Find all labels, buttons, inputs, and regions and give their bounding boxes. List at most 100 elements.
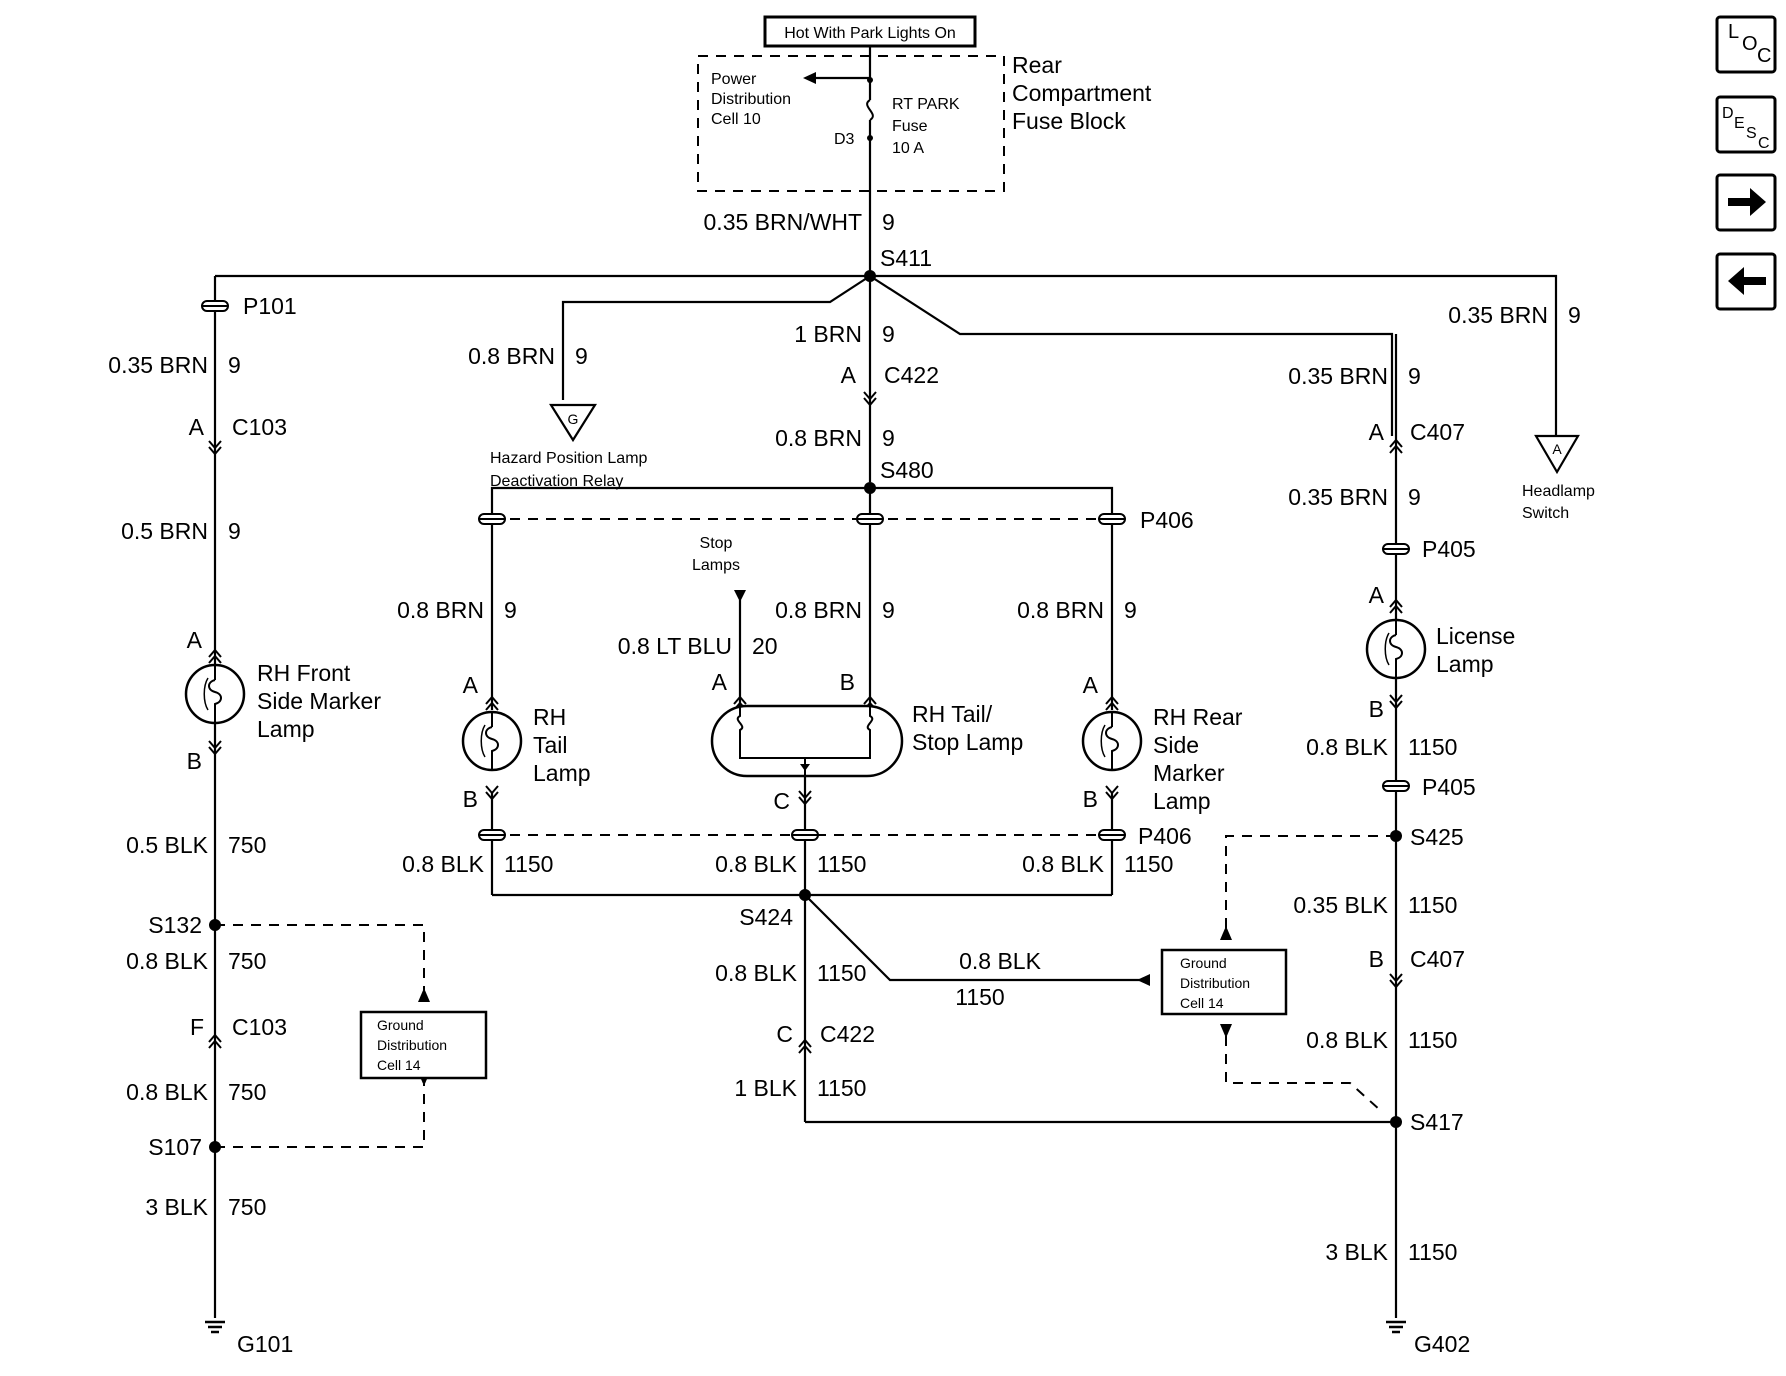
pin-c103-bot: F [190,1014,204,1040]
node-c407-bot: C407 [1410,946,1465,972]
loc-letter-l: L [1728,21,1739,43]
pin-stop-a: A [712,669,728,695]
wire-center-mid-ckt: 9 [882,425,895,451]
front-lamp-label-2: Side Marker [257,688,381,714]
fuse-block: Hot With Park Lights On Rear Compartment… [697,15,1152,192]
pin-lic-b: B [1369,696,1384,722]
wire-lic-top2: 0.35 BRN [1288,484,1388,510]
wire-stop: 0.8 LT BLU [618,633,732,659]
wire-lic-gnd4-ckt: 1150 [1408,1239,1457,1265]
front-side-marker-bulb-icon [184,663,246,725]
ground-g402-icon [1384,1320,1408,1334]
wire-left-gnd1: 0.5 BLK [126,832,208,858]
wire-s424-right: 0.8 BLK [959,948,1041,974]
splice-s417 [1390,1116,1402,1128]
stop-lamps-label-2: Lamps [692,557,740,574]
node-p405-top: P405 [1422,536,1476,562]
pin-c407-top: A [1369,419,1385,445]
pin-rear-b: B [1083,786,1098,812]
wire-left-mid: 0.5 BRN [121,518,208,544]
stop-lamps-arrow-icon [734,590,746,602]
passthru-p406-d-icon [478,829,506,841]
wire-tail-feed: 0.8 BRN [397,597,484,623]
rear-lamp-label-2: Side [1153,732,1199,758]
hot-label: Hot With Park Lights On [784,25,956,42]
wire-rear-side-feed-ckt: 9 [1124,597,1137,623]
rear-lamp-label-4: Lamp [1153,788,1211,814]
wire-left-gnd1-ckt: 750 [228,832,266,858]
fuse-name-3: 10 A [892,140,924,157]
wire-stop-ckt: 20 [752,633,778,659]
ground-g101-icon [203,1320,227,1334]
gnd-right-label-3: Cell 14 [1180,995,1224,1011]
wire-rear-side-feed: 0.8 BRN [1017,597,1104,623]
loc-letter-o: O [1742,33,1758,55]
node-s107: S107 [148,1134,202,1160]
pin-rear-a: A [1083,672,1099,698]
power-arrow-icon [803,72,816,84]
ground-dist-right-box[interactable] [1160,948,1288,1016]
wire-c422-down: 1 BLK [734,1075,797,1101]
wire-stop-feed: 0.8 BRN [775,597,862,623]
passthru-p405-top-icon [1382,543,1410,555]
node-s480: S480 [880,457,934,483]
description-button[interactable]: D E S C [1715,95,1777,154]
wire-lic-gnd3: 0.8 BLK [1306,1027,1388,1053]
wire-center-top-ckt: 9 [882,321,895,347]
wire-lic-gnd1: 0.8 BLK [1306,734,1388,760]
wire-lic-gnd4: 3 BLK [1325,1239,1388,1265]
loc-letter-c: C [1757,45,1771,67]
license-label-1: License [1436,623,1515,649]
pin-c422-bot: C [776,1021,793,1047]
pin-c103-top: A [189,414,205,440]
license-bulb-icon [1365,618,1427,680]
tail-stop-bulb-icon [710,704,904,778]
rear-lamp-label-1: RH Rear [1153,704,1243,730]
wire-tail-feed-ckt: 9 [504,597,517,623]
desc-letter-c: C [1758,135,1770,152]
wire-left-gnd3: 0.8 BLK [126,1079,208,1105]
ground-dist-left-box[interactable] [359,1010,488,1080]
next-page-button[interactable] [1715,173,1777,232]
wire-stop-feed-ckt: 9 [882,597,895,623]
passthru-p101-icon [201,300,229,312]
gnd-left-label-2: Distribution [377,1037,447,1053]
wire-left-gnd4: 3 BLK [145,1194,208,1220]
pin-c407-bot: B [1369,946,1384,972]
headlamp-terminal-icon [1534,434,1580,475]
fuse-name-2: Fuse [892,118,928,135]
wire-lic-gnd2: 0.35 BLK [1293,892,1388,918]
previous-page-button[interactable] [1715,252,1777,311]
wire-left-gnd2-ckt: 750 [228,948,266,974]
rear-lamp-label-3: Marker [1153,760,1225,786]
wire-s424-down-ckt: 1150 [817,960,866,986]
pin-front-b: B [187,748,202,774]
location-button[interactable]: L O C [1715,15,1777,74]
pin-tail-b: B [463,786,478,812]
fuse-icon [866,99,874,121]
relay-label-2: Deactivation Relay [490,473,623,490]
fuse-block-name-1: Rear [1012,52,1062,78]
wire-s424-down: 0.8 BLK [715,960,797,986]
rear-side-marker-bulb-icon [1081,710,1143,772]
wire-center-top: 1 BRN [794,321,862,347]
wire-relay-ckt: 9 [575,343,588,369]
node-p405-bot: P405 [1422,774,1476,800]
stop-lamps-label-1: Stop [700,535,733,552]
wire-relay: 0.8 BRN [468,343,555,369]
wire-left-mid-ckt: 9 [228,518,241,544]
wire-rear-side-gnd: 0.8 BLK [1022,851,1104,877]
wire-lic-gnd2-ckt: 1150 [1408,892,1457,918]
wire-main: 0.35 BRN/WHT [704,209,862,235]
tail-lamp-label-1: RH [533,704,566,730]
desc-letter-d: D [1722,105,1734,122]
node-c422-bot: C422 [820,1021,875,1047]
wire-left-top-ckt: 9 [228,352,241,378]
node-p406-top: P406 [1140,507,1194,533]
passthru-p406-c-icon [1098,513,1126,525]
wire-s424-right-ckt: 1150 [955,984,1004,1010]
wire-lic-gnd3-ckt: 1150 [1408,1027,1457,1053]
license-label-2: Lamp [1436,651,1494,677]
wire-left-gnd4-ckt: 750 [228,1194,266,1220]
